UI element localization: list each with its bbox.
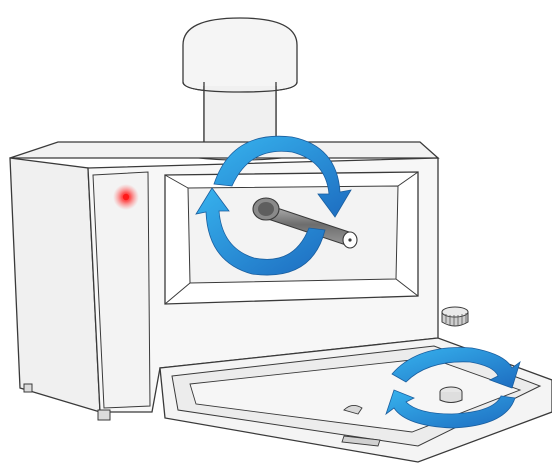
knurled-knob [442, 307, 468, 326]
status-indicator-icon [113, 184, 139, 210]
chamber-window [165, 172, 418, 304]
